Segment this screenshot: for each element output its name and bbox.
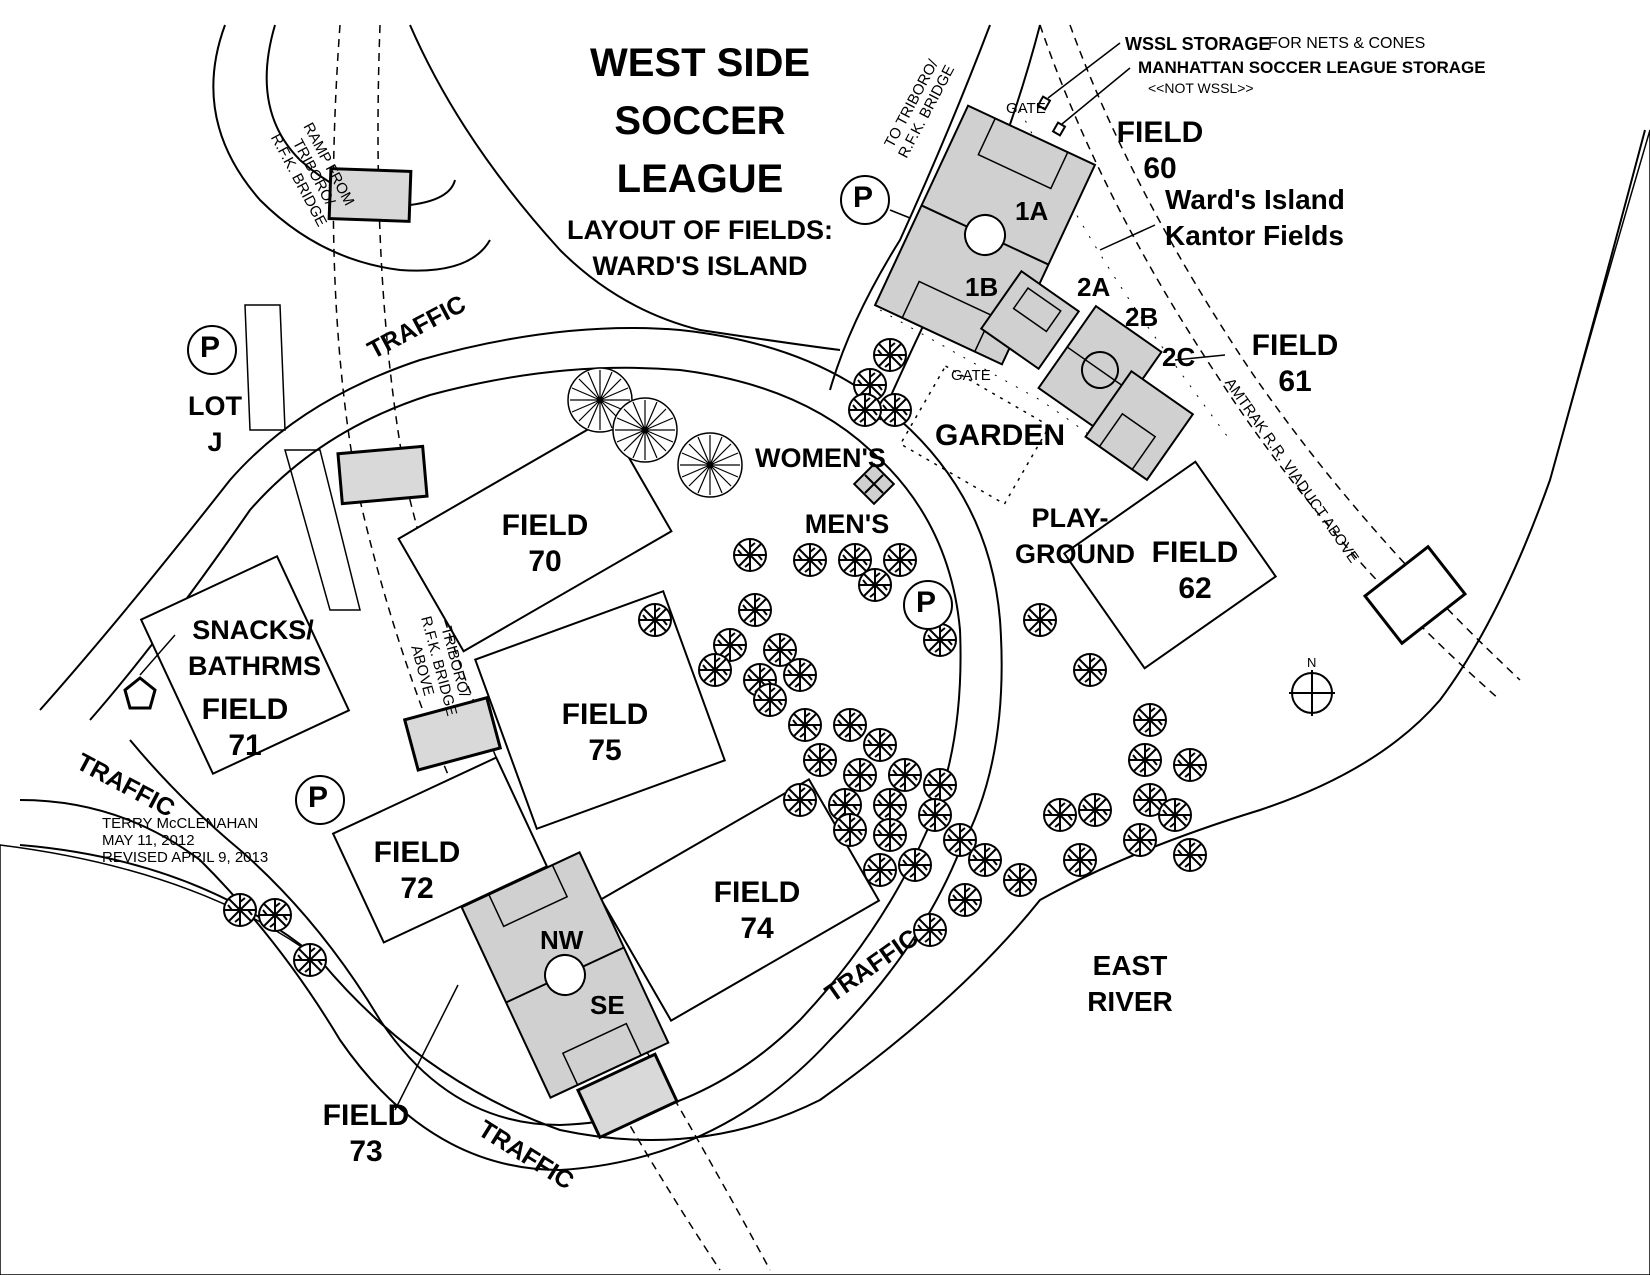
garden-area	[899, 365, 1051, 505]
gate-label-north: GATE	[1006, 100, 1046, 117]
map-title-line2: SOCCER	[614, 99, 786, 143]
parking-p-lot-j: P	[200, 331, 221, 364]
msl-storage-label: MANHATTAN SOCCER LEAGUE STORAGE	[1138, 58, 1486, 77]
ramp-loop	[212, 24, 491, 272]
bridge-pier	[575, 1052, 679, 1140]
subfield-2a: 2A	[1077, 272, 1111, 302]
subfield-1a: 1A	[1015, 196, 1049, 226]
north-arrow-icon	[1289, 670, 1335, 716]
mens-restroom-label: MEN'S	[804, 509, 890, 539]
field-2a	[979, 269, 1081, 371]
parking-sign	[187, 175, 953, 825]
field-71	[139, 554, 351, 776]
shoreline	[19, 129, 1646, 1141]
gate-label-garden: GATE	[951, 367, 991, 384]
field-62	[1062, 460, 1278, 670]
bridge-pier	[336, 444, 429, 506]
wssl-storage-note: FOR NETS & CONES	[1268, 35, 1426, 52]
map-subtitle-line1: LAYOUT OF FIELDS:	[566, 215, 833, 245]
parking-p-south: P	[308, 781, 329, 814]
snacks-building	[123, 676, 157, 710]
field-60	[873, 104, 1097, 366]
field-2c	[1084, 369, 1195, 482]
subfield-2c: 2C	[1162, 342, 1196, 372]
main-road-inner	[89, 366, 962, 1127]
map-subtitle-line2: WARD'S ISLAND	[592, 251, 808, 281]
subfield-se: SE	[590, 990, 625, 1020]
garden-label: GARDEN	[935, 419, 1066, 452]
msl-storage-note: <<NOT WSSL>>	[1148, 80, 1254, 96]
field-73	[460, 851, 670, 1099]
subfield-2b: 2B	[1125, 302, 1159, 332]
subfield-nw: NW	[540, 925, 584, 955]
parking-p-center: P	[916, 586, 937, 619]
field-70	[397, 417, 673, 653]
field-72	[331, 756, 549, 944]
womens-restroom-label: WOMEN'S	[755, 443, 886, 473]
parking-p-north: P	[853, 181, 874, 214]
snacks-bathrooms-label: SNACKS/BATHRMS	[188, 615, 321, 681]
viaduct-pier	[1362, 544, 1468, 646]
bridge-pier	[327, 167, 413, 223]
map-title-line3: LEAGUE	[616, 157, 784, 201]
amtrak-viaduct	[1039, 24, 1501, 701]
map-title-line1: WEST SIDE	[589, 41, 811, 85]
playground-label: PLAY-GROUND	[1015, 503, 1135, 569]
lot-j-parking	[244, 304, 361, 611]
credits-block: TERRY McCLENAHAN MAY 11, 2012 REVISED AP…	[102, 815, 269, 866]
bridge-pier	[402, 695, 503, 772]
wssl-storage-label: WSSL STORAGE	[1125, 34, 1271, 54]
main-road-outer	[19, 327, 1003, 1172]
subfield-1b: 1B	[965, 272, 999, 302]
field-75	[473, 589, 727, 831]
north-label: N	[1307, 655, 1317, 670]
